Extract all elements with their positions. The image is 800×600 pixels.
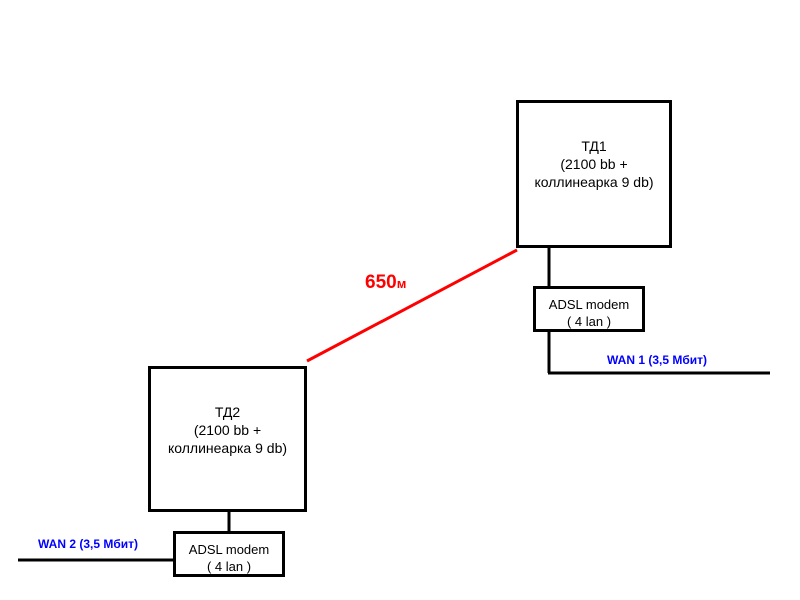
wireless-link-distance-label: 650м (365, 272, 406, 294)
wireless-link-distance-value: 650 (365, 272, 397, 293)
wan-1-label: WAN 1 (3,5 Мбит) (607, 353, 708, 367)
adsl-modem-1[interactable]: ADSL modem ( 4 lan ) (533, 286, 645, 332)
access-point-td1-label: ТД1 (2100 bb + коллинеарка 9 db) (534, 138, 654, 190)
wireless-link-line (306, 248, 518, 363)
adsl-modem-2-label: ADSL modem ( 4 lan ) (188, 542, 270, 574)
access-point-td1[interactable]: ТД1 (2100 bb + коллинеарка 9 db) (516, 100, 672, 248)
adsl-modem-1-label: ADSL modem ( 4 lan ) (548, 297, 630, 329)
access-point-td2[interactable]: ТД2 (2100 bb + коллинеарка 9 db) (148, 366, 307, 512)
access-point-td2-label: ТД2 (2100 bb + коллинеарка 9 db) (167, 404, 288, 456)
adsl-modem-2[interactable]: ADSL modem ( 4 lan ) (173, 531, 285, 577)
wireless-link-distance-unit: м (396, 276, 407, 291)
wan-2-label: WAN 2 (3,5 Мбит) (38, 537, 139, 551)
